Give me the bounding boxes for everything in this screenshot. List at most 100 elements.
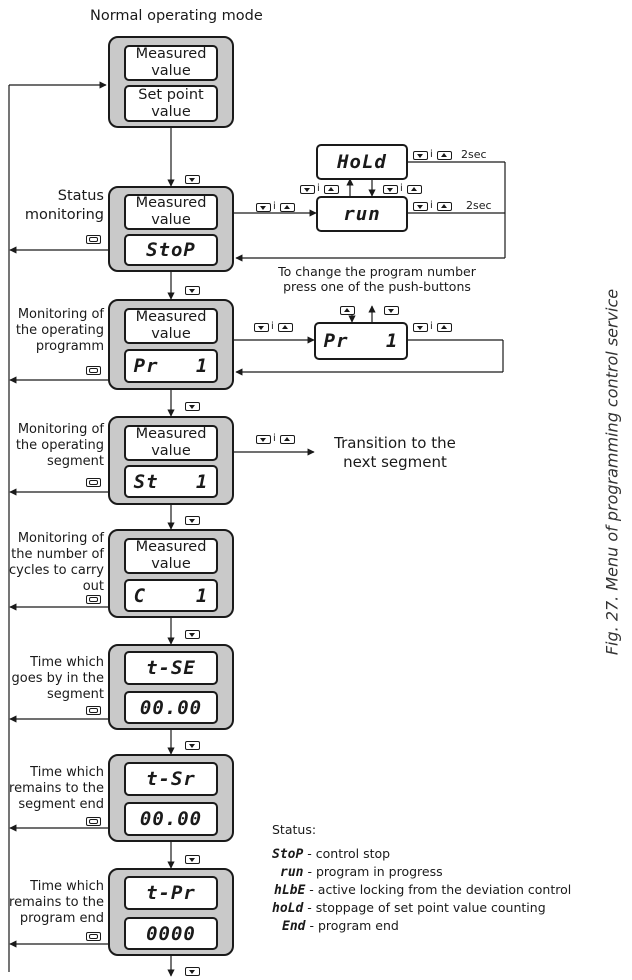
key-separator: i (430, 321, 433, 332)
display-bottom: 0000 (124, 917, 218, 950)
down-arrow-key-icon (300, 185, 315, 194)
legend-text: - control stop (307, 846, 391, 861)
diagram-title: Normal operating mode (90, 8, 263, 24)
cycle-key-icon (86, 478, 101, 487)
segment-monitoring-device: Measured value St 1 (108, 416, 234, 505)
up-arrow-key-icon (437, 202, 452, 211)
label-program-remaining: Time which remains to the program end (9, 879, 104, 926)
down-arrow-key-icon (185, 967, 200, 976)
display-bottom-text: Set point value (138, 86, 204, 120)
display-top-text: Measured value (135, 309, 207, 342)
legend-code: hLbE (274, 883, 306, 898)
display-top: Measured value (124, 538, 218, 574)
legend-row: hoLd - stoppage of set point value count… (272, 900, 546, 916)
legend-text: - program end (309, 918, 399, 933)
change-program-note: To change the program number press one o… (278, 264, 476, 294)
up-arrow-key-icon (278, 323, 293, 332)
down-arrow-key-icon (185, 402, 200, 411)
cycle-key-icon (86, 366, 101, 375)
down-arrow-key-icon (185, 516, 200, 525)
run-timing-label: 2sec (466, 199, 492, 212)
cycle-key-icon (86, 932, 101, 941)
hold-display: HoLd (316, 144, 408, 180)
key-separator: i (273, 201, 276, 212)
display-bottom-text: St 1 (133, 470, 209, 493)
label-status-monitoring: Status monitoring (24, 188, 104, 223)
hold-timing-label: 2sec (461, 148, 487, 161)
display-bottom-text: 0000 (146, 922, 196, 945)
key-separator: i (430, 149, 433, 160)
up-arrow-key-icon (340, 306, 355, 315)
down-arrow-key-icon (256, 203, 271, 212)
legend-text: - stoppage of set point value counting (307, 900, 546, 915)
display-bottom: Pr 1 (124, 349, 218, 383)
display-bottom-text: StoP (146, 239, 196, 261)
legend-text: - active locking from the deviation cont… (309, 882, 572, 897)
program-number-display: Pr 1 (314, 322, 408, 360)
display-bottom: C 1 (124, 579, 218, 612)
label-program-monitoring: Monitoring of the operating programm (15, 307, 104, 354)
display-top: Measured value (124, 194, 218, 230)
up-arrow-key-icon (324, 185, 339, 194)
legend-row: hLbE - active locking from the deviation… (274, 882, 571, 898)
key-separator: i (430, 200, 433, 211)
display-top-text: Measured value (135, 539, 207, 572)
status-legend-heading: Status: (272, 822, 317, 837)
display-top-text: Measured value (135, 426, 207, 459)
down-arrow-key-icon (384, 306, 399, 315)
legend-code: run (280, 865, 304, 880)
display-bottom: Set point value (124, 85, 218, 122)
display-bottom-text: 00.00 (139, 808, 203, 830)
cycle-key-icon (86, 817, 101, 826)
down-arrow-key-icon (256, 435, 271, 444)
program-remaining-device: t-Pr 0000 (108, 868, 234, 956)
legend-text: - program in progress (307, 864, 443, 879)
key-separator: i (271, 321, 274, 332)
cycle-key-icon (86, 595, 101, 604)
label-segment-remaining: Time which remains to the segment end (9, 765, 104, 812)
cycle-key-icon (86, 706, 101, 715)
down-arrow-key-icon (185, 855, 200, 864)
display-top-text: t-Sr (146, 768, 196, 790)
display-top-text: t-SE (146, 657, 196, 679)
cycles-monitoring-device: Measured value C 1 (108, 529, 234, 618)
down-arrow-key-icon (185, 286, 200, 295)
legend-row: run - program in progress (280, 864, 443, 880)
key-separator: i (400, 183, 403, 194)
label-segment-time: Time which goes by in the segment (11, 655, 104, 702)
down-arrow-key-icon (185, 175, 200, 184)
cycle-key-icon (86, 235, 101, 244)
display-top-text: Measured value (135, 195, 207, 228)
figure-caption: Fig. 27. Menu of programming control ser… (602, 288, 622, 656)
down-arrow-key-icon (413, 202, 428, 211)
run-display-text: run (343, 203, 381, 225)
segment-remaining-device: t-Sr 00.00 (108, 754, 234, 842)
status-monitoring-device: Measured value StoP (108, 186, 234, 272)
display-bottom: 00.00 (124, 691, 218, 724)
normal-mode-device: Measured value Set point value (108, 36, 234, 128)
display-top: t-SE (124, 651, 218, 685)
label-cycles-monitoring: Monitoring of the number of cycles to ca… (9, 531, 104, 594)
legend-row: StoP - control stop (272, 846, 390, 862)
display-top: t-Pr (124, 876, 218, 910)
display-bottom-text: 00.00 (139, 696, 203, 719)
key-separator: i (317, 183, 320, 194)
label-segment-monitoring: Monitoring of the operating segment (15, 422, 104, 469)
program-number-display-text: Pr 1 (323, 330, 399, 352)
up-arrow-key-icon (437, 323, 452, 332)
down-arrow-key-icon (413, 151, 428, 160)
segment-time-device: t-SE 00.00 (108, 644, 234, 730)
down-arrow-key-icon (185, 741, 200, 750)
transition-next-segment: Transition to the next segment (334, 434, 456, 471)
legend-row: End - program end (282, 918, 399, 934)
display-bottom: St 1 (124, 465, 218, 498)
display-top-text: t-Pr (146, 882, 196, 904)
down-arrow-key-icon (383, 185, 398, 194)
display-top-text: Measured value (135, 46, 207, 79)
display-top: t-Sr (124, 762, 218, 796)
down-arrow-key-icon (254, 323, 269, 332)
display-bottom: 00.00 (124, 802, 218, 836)
display-bottom-text: Pr 1 (133, 355, 209, 377)
